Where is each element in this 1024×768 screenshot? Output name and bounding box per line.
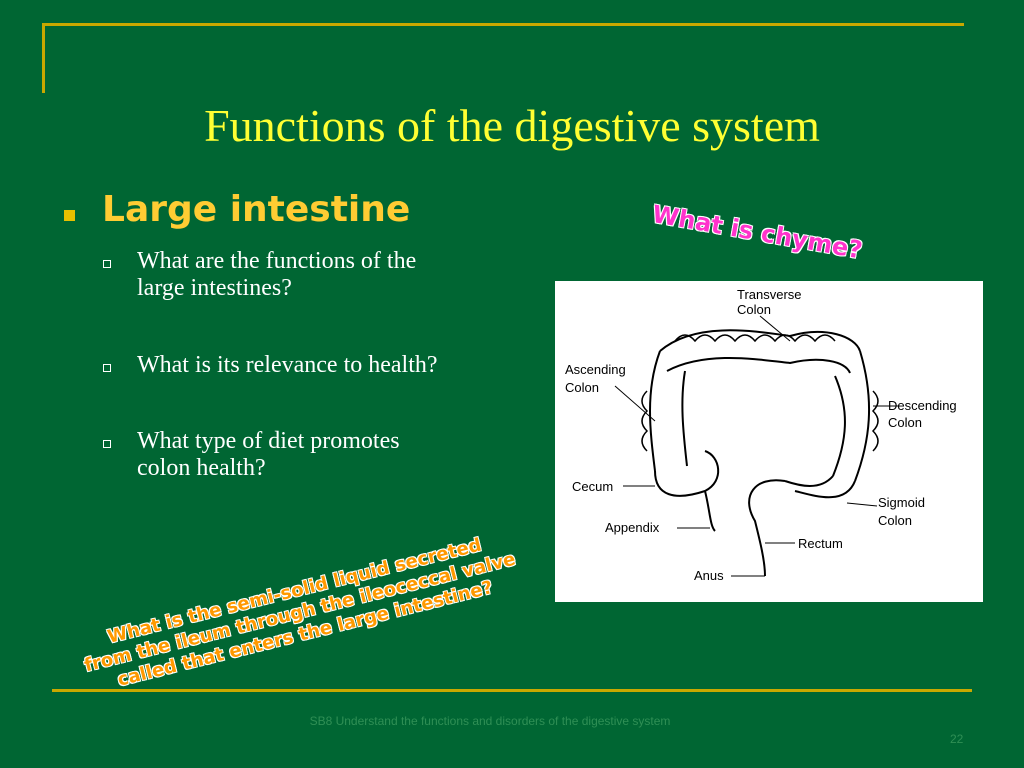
- bullet-heading: Large intestine: [102, 189, 411, 230]
- label-transverse: Transverse: [737, 287, 802, 302]
- sub-item-2-line1: What is its relevance to health?: [137, 352, 438, 378]
- label-rectum: Rectum: [798, 536, 843, 551]
- sub-bullet-marker: [103, 260, 111, 268]
- label-cecum: Cecum: [572, 479, 613, 494]
- frame-bottom-line: [52, 689, 972, 692]
- sub-item-1: What are the functions of the large inte…: [137, 248, 537, 302]
- sub-item-1-line2: large intestines?: [137, 275, 292, 301]
- footer-text: SB8 Understand the functions and disorde…: [309, 714, 671, 728]
- question-line-2: from the ileum through the ileoceccal va…: [82, 548, 518, 677]
- bullet-marker: [64, 210, 75, 221]
- slide-title: Functions of the digestive system: [204, 100, 820, 151]
- label-ascending-2: Colon: [565, 380, 599, 395]
- label-ascending: Ascending: [565, 362, 626, 377]
- large-intestine-diagram: Transverse Colon Ascending Colon Descend…: [555, 281, 983, 602]
- label-sigmoid-2: Colon: [878, 513, 912, 528]
- colon-illustration: Transverse Colon Ascending Colon Descend…: [565, 287, 957, 583]
- label-transverse-2: Colon: [737, 302, 771, 317]
- sub-item-2: What is its relevance to health?: [137, 352, 537, 379]
- chyme-question-callout: What is the semi-solid liquid secreted f…: [30, 516, 570, 711]
- sub-item-1-line1: What are the functions of the: [137, 248, 417, 274]
- label-descending: Descending: [888, 398, 957, 413]
- label-descending-2: Colon: [888, 415, 922, 430]
- sub-item-3: What type of diet promotes colon health?: [137, 428, 537, 482]
- label-sigmoid: Sigmoid: [878, 495, 925, 510]
- sub-item-3-line2: colon health?: [137, 455, 266, 481]
- frame-left-line: [42, 23, 45, 93]
- frame-top-line: [42, 23, 964, 26]
- sub-bullet-marker: [103, 364, 111, 372]
- sub-bullet-marker: [103, 440, 111, 448]
- label-appendix: Appendix: [605, 520, 660, 535]
- chyme-callout: What is chyme?: [650, 200, 865, 265]
- label-anus: Anus: [694, 568, 724, 583]
- sub-item-3-line1: What type of diet promotes: [137, 428, 400, 454]
- page-number: 22: [950, 732, 964, 746]
